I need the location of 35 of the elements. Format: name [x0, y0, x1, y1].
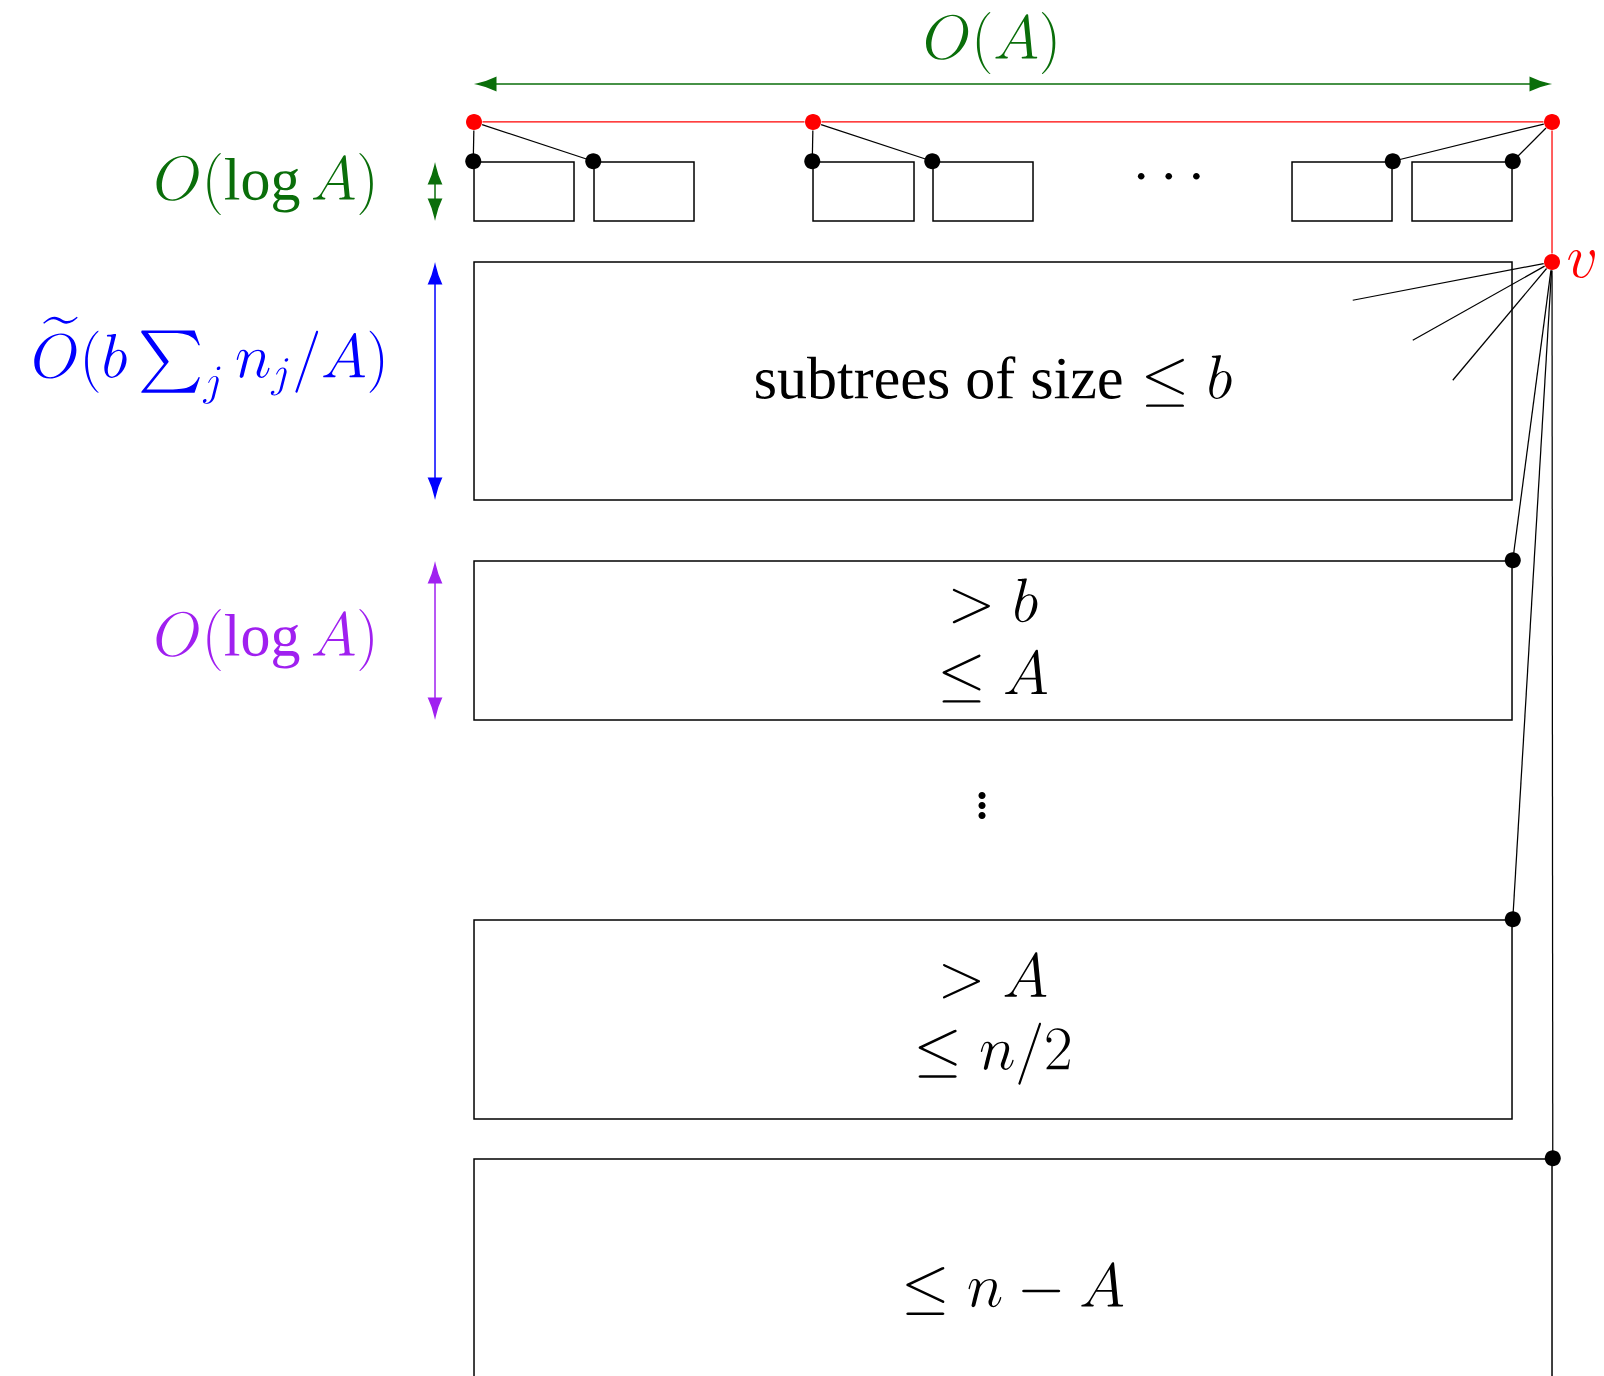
tree-edge: [465, 129, 482, 170]
level-box: $\text{subtrees of size} \le b$: [473, 261, 1513, 501]
tree-edge: [804, 129, 821, 170]
subtree-box: [1411, 161, 1513, 222]
tree-edge: [481, 121, 806, 123]
tree-node-dot: [1544, 114, 1560, 130]
dimension-label: $\cdots$: [1137, 172, 1200, 180]
tree-edge: [820, 121, 1545, 123]
tree-edge: [1504, 269, 1552, 569]
tree-edge: [1551, 129, 1553, 255]
subtree-box: [593, 161, 695, 222]
subtree-box: [812, 161, 915, 222]
tree-node-dot: [466, 114, 482, 130]
node-label: $v$: [1568, 250, 1595, 278]
dimension-label: $O(\log A)$: [156, 152, 373, 216]
tree-edge: [1384, 123, 1545, 170]
subtree-box: [932, 161, 1034, 222]
dimension-label: $O(\log A)$: [156, 608, 373, 672]
level-box: $\le n - A$: [473, 1158, 1553, 1376]
dimension-label: $O(A)$: [926, 11, 1056, 75]
subtree-box: [473, 161, 575, 222]
tree-edge: [1544, 269, 1561, 1167]
tree-edge: [1452, 267, 1548, 381]
tree-edge: [1412, 265, 1546, 341]
tree-edge: [820, 124, 941, 170]
tree-node-dot: [1544, 254, 1560, 270]
level-box: $> A$ $\le n/2$: [473, 919, 1513, 1120]
tree-edge: [481, 124, 602, 170]
subtree-box: [1291, 161, 1393, 222]
tree-node-dot: [805, 114, 821, 130]
tree-edge: [1352, 262, 1545, 301]
dimension-label: $\widetilde{O}(b\sum_j n_j/A)$: [34, 316, 384, 404]
level-box: $> b$ $\le A$: [473, 560, 1513, 721]
tree-edge: [1504, 127, 1547, 170]
dimension-label: $\vdots$: [978, 791, 986, 820]
